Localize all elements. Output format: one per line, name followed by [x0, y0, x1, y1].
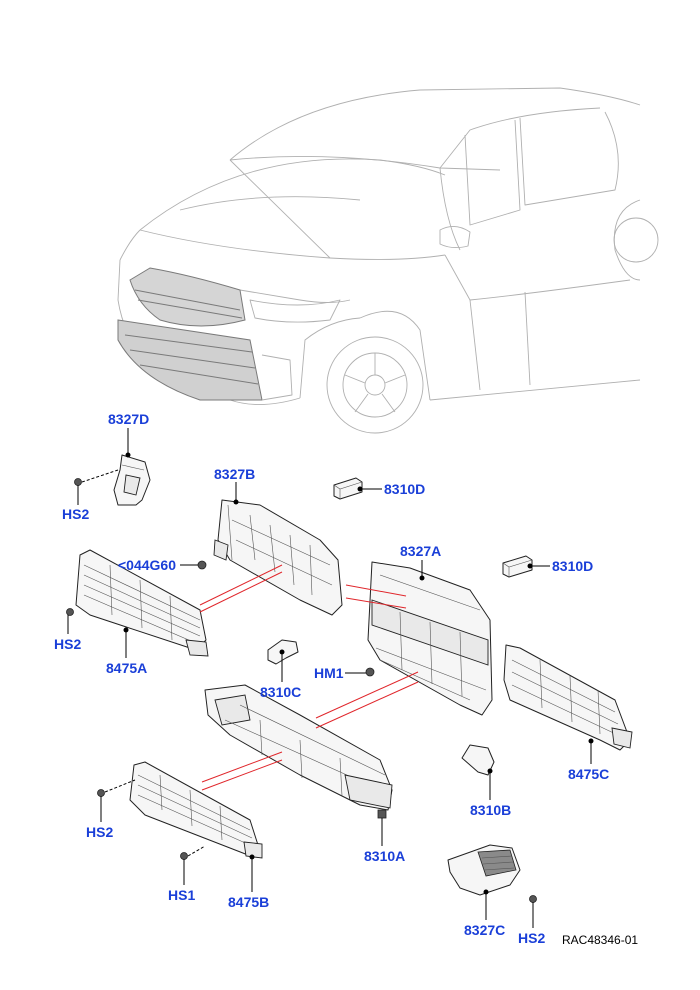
- callout-8475b[interactable]: 8475B: [228, 894, 270, 910]
- part-8327b: [213, 499, 343, 616]
- part-8475a: [75, 549, 209, 657]
- callout-8310b[interactable]: 8310B: [470, 802, 512, 818]
- assembly-lines: [199, 564, 419, 791]
- callout-044g60[interactable]: <044G60: [118, 557, 176, 573]
- part-8310a: [204, 684, 393, 819]
- reference-code: RAC48346-01: [562, 933, 639, 947]
- callout-8310c[interactable]: 8310C: [260, 684, 302, 700]
- callout-8475c[interactable]: 8475C: [568, 766, 610, 782]
- callout-8310a[interactable]: 8310A: [364, 848, 406, 864]
- part-8310b: [461, 744, 495, 776]
- fasteners: [66, 478, 537, 903]
- callout-hs2-bottom[interactable]: HS2: [518, 930, 546, 946]
- callout-hs2-lower[interactable]: HS2: [86, 824, 114, 840]
- callout-8327a[interactable]: 8327A: [400, 543, 442, 559]
- callout-hm1[interactable]: HM1: [314, 665, 344, 681]
- callout-hs1[interactable]: HS1: [168, 887, 196, 903]
- callout-hs2-top[interactable]: HS2: [62, 506, 90, 522]
- callout-8327c[interactable]: 8327C: [464, 922, 506, 938]
- vehicle-outline: [117, 87, 659, 434]
- part-8475b: [129, 761, 263, 859]
- part-8327a: [367, 561, 493, 716]
- part-8327d: [113, 454, 151, 506]
- leader-lines: [67, 428, 594, 928]
- callout-8310d-upper[interactable]: 8310D: [384, 481, 426, 497]
- callout-8310d-right[interactable]: 8310D: [552, 558, 594, 574]
- callout-hs2-left[interactable]: HS2: [54, 636, 82, 652]
- part-8475c: [503, 644, 633, 751]
- part-8310d-right: [502, 555, 533, 578]
- callout-8327b[interactable]: 8327B: [214, 466, 256, 482]
- callout-8475a[interactable]: 8475A: [106, 660, 148, 676]
- callout-8327d[interactable]: 8327D: [108, 411, 150, 427]
- part-8327c: [447, 844, 521, 896]
- part-8310d-upper: [333, 477, 363, 500]
